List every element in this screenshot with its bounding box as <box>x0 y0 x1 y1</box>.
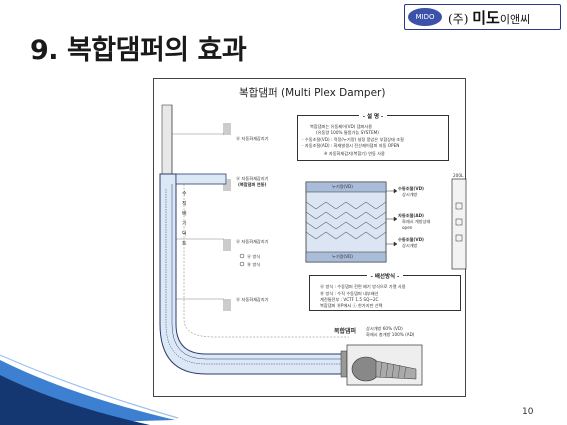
damper-vd-bot: 수동조절(VD) <box>398 237 424 242</box>
logo-badge: MIDO <box>408 8 442 26</box>
explanation-line-1: 복합댐퍼는 유동제어(VD) 댐퍼사용 <box>310 124 373 129</box>
wiring-method-heading: - 배선방식 - <box>366 274 404 280</box>
logo-text: (주) 미도이앤씨 <box>448 7 530 28</box>
page-number: 10 <box>522 407 534 417</box>
explanation-box: - 설 명 - 복합댐퍼는 유동제어(VD) 댐퍼사용 (유동량 100% 통풍… <box>297 114 449 161</box>
wiring-label-b: Ⓑ 방식 <box>247 262 261 267</box>
company-logo: MIDO (주) 미도이앤씨 <box>404 4 561 30</box>
damper-diagram: 복합댐퍼 (Multi Plex Damper) <box>153 78 467 397</box>
explanation-line-5: ※ 자동화재감지(복합기) 연동 사용 <box>324 151 385 156</box>
damper-vd-bot-sub: 상시개방 <box>402 243 418 248</box>
explanation-line-2: (유동량 100% 통풍가능 SYSTEM) <box>316 130 379 135</box>
panel-label: 200L <box>453 173 464 178</box>
damper-ad-mid-sub2: open <box>402 225 413 230</box>
wall-damper-marks <box>223 123 231 311</box>
decorative-swoosh <box>0 354 179 425</box>
exhaust-duct <box>159 173 345 375</box>
floor-label-2: Ⓐ 자동화재감지기 <box>236 176 269 181</box>
duct-damper <box>340 350 348 378</box>
floor-label-4: Ⓐ 자동화재감지기 <box>236 297 269 302</box>
logo-name-rest: 이앤씨 <box>499 12 531 26</box>
wiring-method-line-4: 복합댐퍼 ⒷP에서 ⓒ 한가지만 선택 <box>320 303 383 308</box>
floor-label-3: Ⓐ 자동화재감지기 <box>236 239 269 244</box>
damper-ad-mid-sub: 화재시 개방상태 <box>402 219 431 224</box>
wiring-method-box: - 배선방식 - Ⓐ 방식 : 수동댐퍼 전면 배기 방식으로 가열 사용 Ⓑ … <box>309 274 461 311</box>
page-title: 9. 복합댐퍼의 효과 <box>30 35 247 66</box>
diagram-title: 복합댐퍼 (Multi Plex Damper) <box>239 87 386 99</box>
duct-drawing <box>159 104 467 386</box>
bottom-damper-name: 복합댐퍼 <box>334 328 357 335</box>
wiring-label-a: Ⓐ 방식 <box>247 254 261 259</box>
wiring-method-line-2: Ⓑ 방식 : 수직 수동댐퍼 내부배선 <box>320 291 379 296</box>
explanation-line-3: - 수동조절(VD) : 적정(누기량) 설정 풍압은 부합상태 조절 <box>302 137 404 142</box>
bottom-damper-line-2: 화재시 총개방 100% (AD) <box>366 332 415 337</box>
logo-name-bold: 미도 <box>472 8 500 27</box>
logo-paren: (주) <box>448 11 469 26</box>
wiring-method-line-3: 계전통전부 : VCTF 1.5 SQ~2C <box>320 297 379 302</box>
damper-vd-top: 수동조절(VD) <box>398 186 424 191</box>
explanation-line-4: - 자동조절(AD) : 화재발생시 전산제어댐퍼 자동 OPEN <box>302 143 400 148</box>
duct-branch-top <box>175 173 227 185</box>
floor-label-1: Ⓐ 자동화재감지기 <box>236 136 269 141</box>
shaft-label: 수 직 배 기 덕 트 <box>182 191 187 247</box>
control-panel <box>451 178 467 270</box>
damper-blades <box>305 201 387 240</box>
wiring-method-line-1: Ⓐ 방식 : 수동댐퍼 전면 배기 방식으로 가열 사용 <box>320 284 406 289</box>
damper-band-top: 누기량(VD) <box>332 184 353 189</box>
damper-ad-mid: 자동조절(AD) <box>398 213 424 218</box>
damper-band-bottom: 누기량(VD) <box>332 254 353 259</box>
floor-label-2-sub: (복합댐퍼 연동) <box>238 182 267 187</box>
damper-vd-top-sub: 상시개방 <box>402 192 418 197</box>
explanation-heading: - 설 명 - <box>358 114 388 120</box>
bottom-damper-line-1: 상시개방 60% (VD) <box>366 326 403 331</box>
